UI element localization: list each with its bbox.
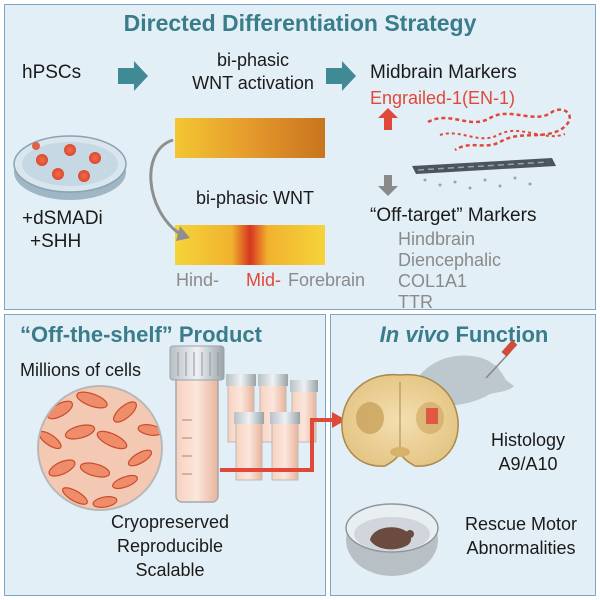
open-field-bowl-icon bbox=[345, 503, 439, 576]
cryovial-icon bbox=[169, 345, 225, 503]
cell-culture-magnified-icon bbox=[37, 385, 163, 511]
hpscs-label: hPSCs bbox=[22, 62, 82, 83]
syringe-icon bbox=[485, 340, 518, 379]
en1-marker-label: Engrailed-1(EN-1) bbox=[370, 88, 516, 108]
wnt-activation-line2: WNT activation bbox=[192, 73, 314, 93]
mid-label: Mid- bbox=[246, 270, 281, 290]
feature-cryopreserved: Cryopreserved bbox=[110, 512, 230, 532]
wnt-gradient-bar-top bbox=[175, 118, 325, 158]
brain-section-icon bbox=[341, 373, 459, 467]
feature-scalable: Scalable bbox=[135, 560, 205, 580]
transplant-arrow-icon bbox=[220, 418, 334, 472]
a9a10-label: A9/A10 bbox=[498, 454, 558, 474]
rescue-line1: Rescue Motor bbox=[464, 514, 578, 534]
dsmadi-label: +dSMADi bbox=[22, 208, 103, 229]
feature-reproducible: Reproducible bbox=[116, 536, 224, 556]
arrowhead-icon bbox=[332, 412, 346, 428]
millions-of-cells-label: Millions of cells bbox=[20, 360, 142, 380]
title-function: Function bbox=[449, 322, 549, 347]
genomic-track-icon bbox=[412, 108, 571, 190]
histology-label: Histology bbox=[490, 430, 566, 450]
arrow-up-icon bbox=[378, 108, 398, 130]
arrowhead-icon bbox=[176, 226, 190, 241]
panel-title-off-the-shelf: “Off-the-shelf” Product bbox=[20, 322, 262, 347]
hind-label: Hind- bbox=[176, 270, 220, 290]
panel-title-in-vivo-function: In vivo Function bbox=[332, 322, 596, 348]
offtarget-item-col1a1: COL1A1 bbox=[398, 271, 468, 291]
offtarget-item-hindbrain: Hindbrain bbox=[398, 229, 476, 249]
biphasic-wnt-label: bi-phasic WNT bbox=[196, 188, 315, 208]
vial-rack-icon bbox=[226, 374, 318, 481]
wnt-activation-line1: bi-phasic bbox=[216, 50, 290, 70]
rescue-line2: Abnormalities bbox=[466, 538, 576, 558]
title-italic-in-vivo: In vivo bbox=[379, 322, 450, 347]
arrow-right-icon bbox=[326, 61, 356, 91]
shh-label: +SHH bbox=[30, 231, 82, 252]
wnt-gradient-bar-bottom bbox=[175, 225, 325, 265]
forebrain-label: Forebrain bbox=[288, 270, 366, 290]
arrow-right-icon bbox=[118, 61, 148, 91]
offtarget-item-diencephalic: Diencephalic bbox=[398, 250, 502, 270]
panel-title-directed-differentiation: Directed Differentiation Strategy bbox=[123, 10, 477, 36]
arrow-down-icon bbox=[378, 175, 398, 196]
offtarget-markers-title: “Off-target” Markers bbox=[370, 205, 537, 226]
offtarget-item-ttr: TTR bbox=[398, 292, 433, 312]
curved-arrow-icon bbox=[149, 138, 181, 236]
midbrain-markers-label: Midbrain Markers bbox=[370, 62, 517, 83]
petri-dish-icon bbox=[13, 135, 127, 200]
